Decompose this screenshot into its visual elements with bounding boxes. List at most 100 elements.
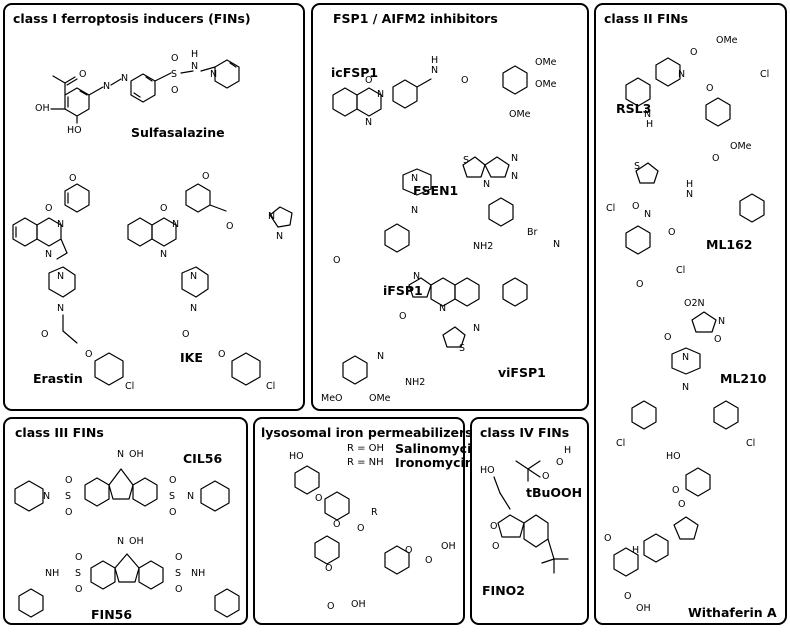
icfsp1-structure: O N N N H O OMe OMe OMe: [332, 55, 557, 128]
svg-text:O: O: [604, 533, 611, 544]
svg-text:N: N: [718, 316, 725, 327]
panel-class-ii-fins: class II FINs RSL3 ML162 ML210 Withaferi…: [594, 3, 787, 625]
svg-text:N: N: [411, 205, 418, 216]
svg-text:OH: OH: [636, 603, 651, 614]
svg-text:O: O: [333, 519, 340, 530]
svg-text:N: N: [511, 153, 518, 164]
svg-text:OMe: OMe: [716, 35, 738, 46]
svg-text:O: O: [182, 329, 189, 340]
svg-text:NH2: NH2: [473, 241, 493, 252]
svg-text:O: O: [85, 349, 92, 360]
svg-text:S: S: [171, 69, 177, 80]
svg-text:O: O: [461, 75, 468, 86]
svg-text:O: O: [425, 555, 432, 566]
panel-title: lysosomal iron permeabilizers: [261, 425, 473, 440]
panel-title: class III FINs: [15, 425, 104, 440]
ml210-structure: O2N N O O N N Cl Cl: [616, 298, 755, 449]
svg-text:NH2: NH2: [405, 377, 425, 388]
compound-label-rsl3: RSL3: [616, 101, 652, 116]
svg-text:O: O: [315, 493, 322, 504]
svg-text:N: N: [483, 179, 490, 190]
svg-text:O: O: [333, 255, 340, 266]
svg-text:O: O: [218, 349, 225, 360]
svg-text:Cl: Cl: [676, 265, 685, 276]
svg-text:O: O: [405, 545, 412, 556]
svg-text:O: O: [357, 523, 364, 534]
svg-text:N: N: [276, 231, 283, 242]
svg-text:N: N: [511, 171, 518, 182]
svg-text:N: N: [431, 65, 438, 76]
svg-text:N: N: [57, 219, 64, 230]
svg-text:H: H: [431, 55, 438, 66]
svg-text:N: N: [686, 189, 693, 200]
svg-text:O: O: [706, 83, 713, 94]
svg-text:N: N: [117, 536, 124, 547]
svg-text:N: N: [190, 271, 197, 282]
svg-text:N: N: [43, 491, 50, 502]
svg-text:N: N: [190, 303, 197, 314]
compound-label-vifsp1: viFSP1: [498, 365, 546, 380]
svg-text:O2N: O2N: [684, 298, 705, 309]
compound-label-withaferin-a: Withaferin A: [688, 605, 777, 620]
svg-text:R: R: [371, 507, 378, 518]
svg-text:O: O: [65, 507, 72, 518]
svg-text:N: N: [682, 352, 689, 363]
panel-title: class II FINs: [604, 11, 689, 26]
panel-lysosomal-iron-permeabilizers: lysosomal iron permeabilizers R = OH Sal…: [253, 417, 480, 625]
svg-text:O: O: [712, 153, 719, 164]
svg-text:N: N: [682, 382, 689, 393]
svg-text:N: N: [103, 81, 110, 92]
svg-text:N: N: [57, 303, 64, 314]
svg-text:O: O: [632, 201, 639, 212]
svg-text:OMe: OMe: [369, 393, 391, 404]
panel-class-iv-fins: class IV FINs tBuOOH FINO2 O O H HO O O: [470, 417, 589, 625]
svg-text:OH: OH: [35, 103, 50, 114]
rsl3-structure: OMe O N O Cl N H O OMe: [625, 35, 769, 164]
compound-label-erastin: Erastin: [33, 371, 83, 386]
ike-structure: O N N O O N N N N O O Cl: [127, 171, 293, 392]
svg-text:Cl: Cl: [606, 203, 615, 214]
fsen1-structure: S N N N N N O Br: [333, 153, 538, 266]
compound-label-sulfasalazine: Sulfasalazine: [131, 125, 225, 140]
svg-text:O: O: [160, 203, 167, 214]
svg-text:N: N: [473, 323, 480, 334]
svg-text:N: N: [413, 271, 420, 282]
fino2-structure: HO O O: [480, 465, 569, 574]
svg-text:O: O: [668, 227, 675, 238]
compound-label-fin56: FIN56: [91, 607, 133, 622]
svg-text:OMe: OMe: [730, 141, 752, 152]
panel-title: class IV FINs: [480, 425, 570, 440]
svg-text:S: S: [459, 343, 465, 354]
svg-text:N: N: [411, 173, 418, 184]
compound-label-ike: IKE: [180, 350, 203, 365]
svg-text:OH: OH: [351, 599, 366, 610]
svg-text:OMe: OMe: [509, 109, 531, 120]
svg-text:O: O: [624, 591, 631, 602]
compound-label-cil56: CIL56: [183, 451, 223, 466]
svg-text:Cl: Cl: [616, 438, 625, 449]
compound-label-ml162: ML162: [706, 237, 753, 252]
sulfasalazine-structure: O OH HO N N S O O N H N: [35, 49, 240, 136]
svg-text:N: N: [553, 239, 560, 250]
svg-text:N: N: [187, 491, 194, 502]
svg-text:N: N: [377, 351, 384, 362]
svg-text:S: S: [75, 568, 81, 579]
svg-text:O: O: [678, 499, 685, 510]
svg-text:N: N: [191, 61, 198, 72]
ifsp1-structure: NH2 N N N N: [408, 239, 560, 334]
withaferin-a-structure: HO O O H O OH O: [604, 451, 711, 614]
svg-text:Cl: Cl: [746, 438, 755, 449]
svg-text:O: O: [325, 563, 332, 574]
svg-text:N: N: [45, 249, 52, 260]
svg-text:HO: HO: [480, 465, 495, 476]
compound-label-ml210: ML210: [720, 371, 767, 386]
svg-text:O: O: [169, 507, 176, 518]
svg-text:NH: NH: [191, 568, 205, 579]
svg-text:O: O: [672, 485, 679, 496]
svg-text:O: O: [492, 541, 499, 552]
svg-text:H: H: [191, 49, 198, 60]
svg-text:N: N: [172, 219, 179, 230]
panel-title: FSP1 / AIFM2 inhibitors: [333, 11, 498, 26]
svg-text:N: N: [121, 73, 128, 84]
ml162-structure: S N H Cl O N O Cl O: [606, 161, 765, 290]
